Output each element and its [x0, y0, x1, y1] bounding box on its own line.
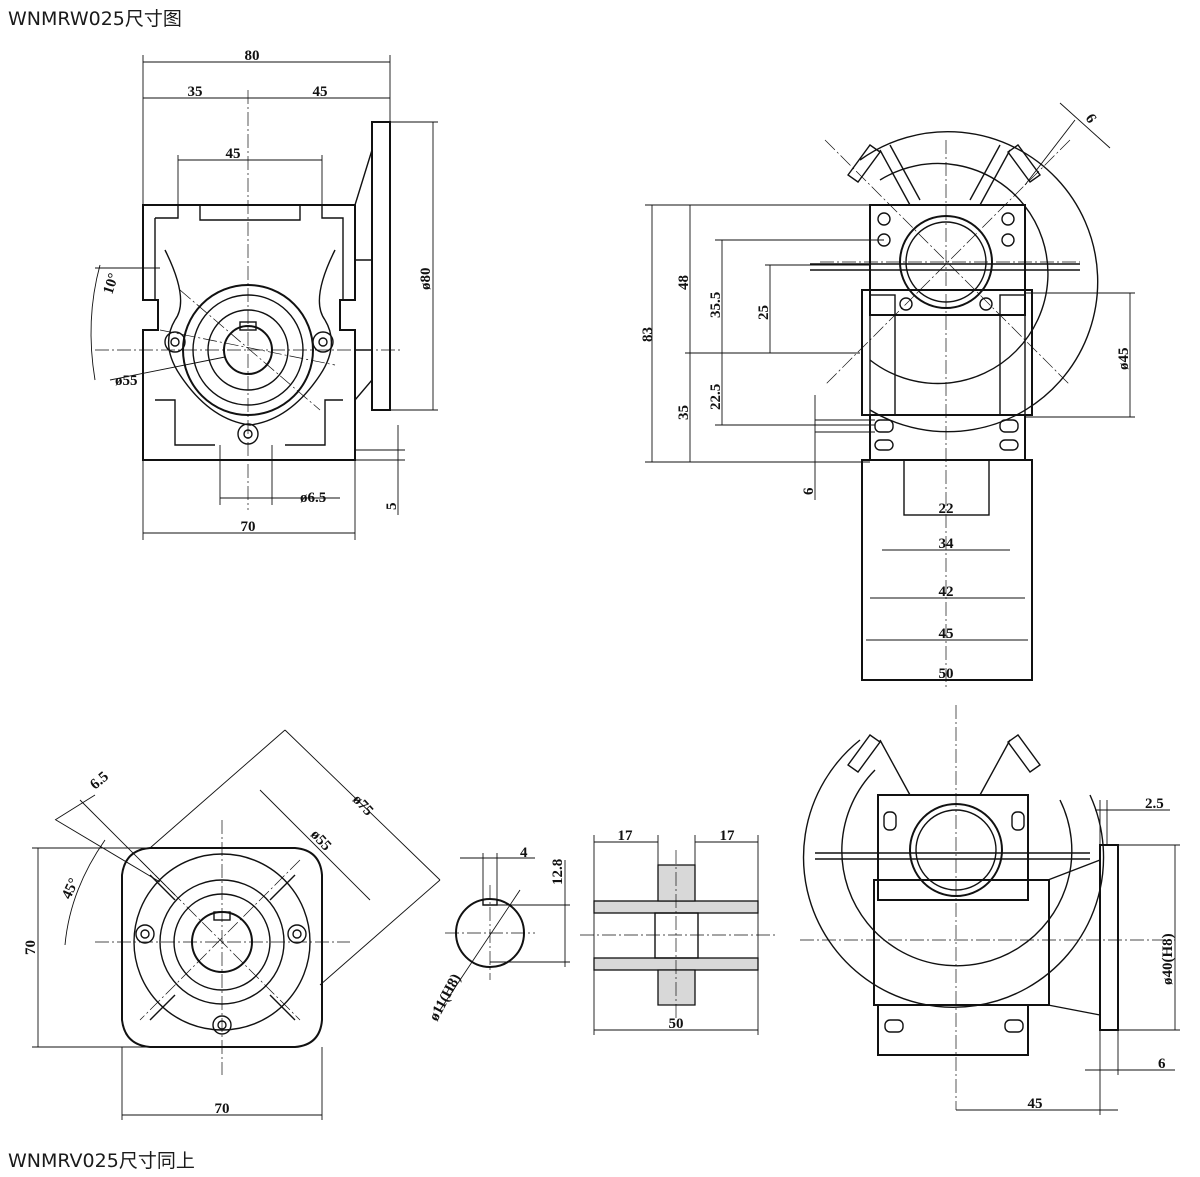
dim-foot-height: 5 [384, 503, 400, 511]
out-flange-arc [802, 739, 1105, 1008]
dim-length: 45 [1028, 1096, 1043, 1112]
dim-bore: ø40(H8) [1160, 933, 1176, 985]
dim-overall-width: 80 [245, 48, 260, 64]
motor-interface [869, 204, 1026, 316]
dim-w45: 45 [939, 626, 954, 642]
dim-upper-height: 48 [676, 275, 692, 290]
housing-bottom-detail [155, 399, 343, 446]
dim-left-width: 35 [188, 84, 203, 100]
dim-mid-height: 35.5 [708, 292, 724, 318]
side-flange [371, 121, 391, 411]
dim-depth: 12.8 [550, 859, 566, 885]
drawing-note: WNMRV025尺寸同上 [8, 1150, 195, 1172]
mount-hole-right [312, 331, 334, 353]
dim-lower-height: 35 [676, 405, 692, 420]
dim-w50: 50 [939, 666, 954, 682]
dim-right: 17 [720, 828, 736, 844]
dim-right-width: 45 [313, 84, 328, 100]
dim-bore: ø11(H8) [426, 971, 464, 1023]
output-housing [861, 459, 1033, 681]
housing-inner-contour [164, 249, 336, 426]
sleeve-top-boss [657, 864, 696, 902]
dim-flange-dia: ø45 [1116, 348, 1132, 371]
dim-lower-offset: 22.5 [708, 384, 724, 410]
dim-center-height: 25 [756, 305, 772, 320]
flange-arc-inner [869, 162, 1049, 385]
dim-total-height: 83 [640, 327, 656, 342]
front-view: 80 35 45 45 10° ø55 ø80 ø6.5 70 5 [90, 48, 438, 540]
dim-left: 17 [618, 828, 634, 844]
flange-web [354, 149, 373, 401]
dim-top-width: 45 [226, 146, 241, 162]
dim-angle: 10° [101, 271, 123, 296]
dim-w42: 42 [939, 584, 954, 600]
dim-width: 70 [215, 1101, 230, 1117]
sleeve-view: 17 17 50 [580, 828, 775, 1035]
housing-top-detail [154, 206, 344, 300]
flange-arc-outer [859, 131, 1099, 433]
dim-pcd55: ø55 [307, 827, 334, 854]
out-flange-plate [1099, 844, 1119, 1031]
mount-hole-left [164, 331, 186, 353]
side-view: 6 83 48 35.5 25 35 22.5 6 ø45 22 34 42 4… [640, 102, 1135, 690]
dim-height: 70 [23, 940, 39, 955]
output-view: 2.5 ø40(H8) 6 45 [800, 705, 1180, 1115]
dim-circle-dia: ø55 [115, 373, 138, 389]
dim-w22: 22 [939, 501, 954, 517]
flange-square [121, 847, 323, 1048]
dim-hole: 6.5 [87, 769, 112, 793]
dim-offset: 2.5 [1145, 796, 1164, 812]
dim-key: 4 [520, 845, 528, 861]
drawing-title: WNMRW025尺寸图 [8, 8, 182, 30]
dim-bottom-width: 70 [241, 519, 256, 535]
dim-w34: 34 [939, 536, 955, 552]
dim-foot-slot: 6 [801, 487, 817, 495]
dim-flange-thk: 6 [1158, 1056, 1166, 1072]
dim-flange-dia: ø80 [418, 268, 434, 291]
bore-view: 4 12.8 ø11(H8) [426, 845, 570, 1024]
dim-hole-dia: ø6.5 [300, 490, 326, 506]
dim-angle: 45° [59, 876, 82, 902]
sleeve-bottom-boss [657, 969, 696, 1006]
flange-view: 6.5 ø75 ø55 45° 70 70 [23, 729, 441, 1120]
slot-left [847, 144, 881, 183]
dim-length: 50 [669, 1016, 684, 1032]
slot-right [1007, 144, 1041, 183]
